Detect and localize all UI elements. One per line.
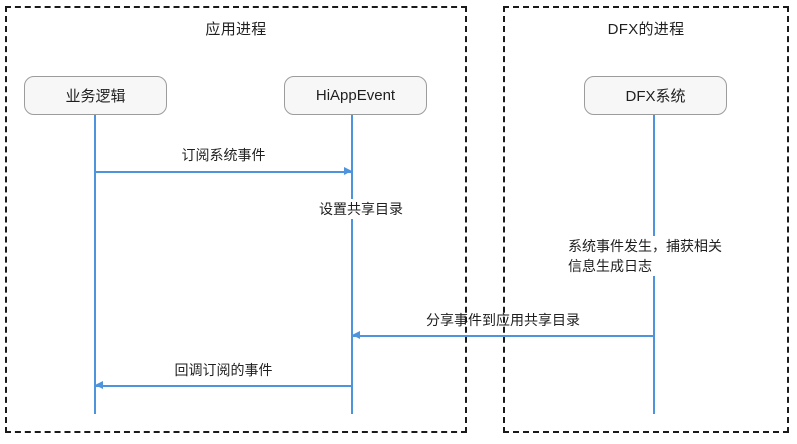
note-line: 设置共享目录	[319, 201, 403, 217]
note-set-shared-directory: 设置共享目录	[301, 199, 421, 219]
actor-box-dfx-system[interactable]: DFX系统	[584, 76, 727, 115]
message-label-subscribe-system-event: 订阅系统事件	[181, 147, 266, 163]
actor-box-business-logic[interactable]: 业务逻辑	[24, 76, 167, 115]
lifeline-business-logic	[94, 115, 96, 414]
lifeline-hiappevent	[351, 115, 353, 414]
process-panel-app-title: 应用进程	[205, 21, 267, 38]
process-panel-dfx-title: DFX的进程	[607, 21, 685, 38]
message-arrow-share-event-to-app-dir	[352, 335, 654, 337]
message-label-share-event-to-app-dir: 分享事件到应用共享目录	[426, 312, 580, 328]
note-line: 信息生成日志	[568, 258, 652, 274]
note-system-event-capture: 系统事件发生，捕获相关信息生成日志	[568, 236, 764, 276]
arrow-head-left-icon	[95, 381, 103, 389]
note-line: 系统事件发生，捕获相关	[568, 238, 722, 254]
arrow-head-right-icon	[344, 167, 352, 175]
message-label-callback-subscribed-event: 回调订阅的事件	[174, 362, 273, 378]
process-panel-dfx	[503, 6, 789, 433]
actor-box-hiappevent[interactable]: HiAppEvent	[284, 76, 427, 115]
arrow-head-left-icon	[352, 331, 360, 339]
message-arrow-callback-subscribed-event	[95, 385, 352, 387]
message-arrow-subscribe-system-event	[95, 171, 352, 173]
process-panel-app	[5, 6, 467, 433]
